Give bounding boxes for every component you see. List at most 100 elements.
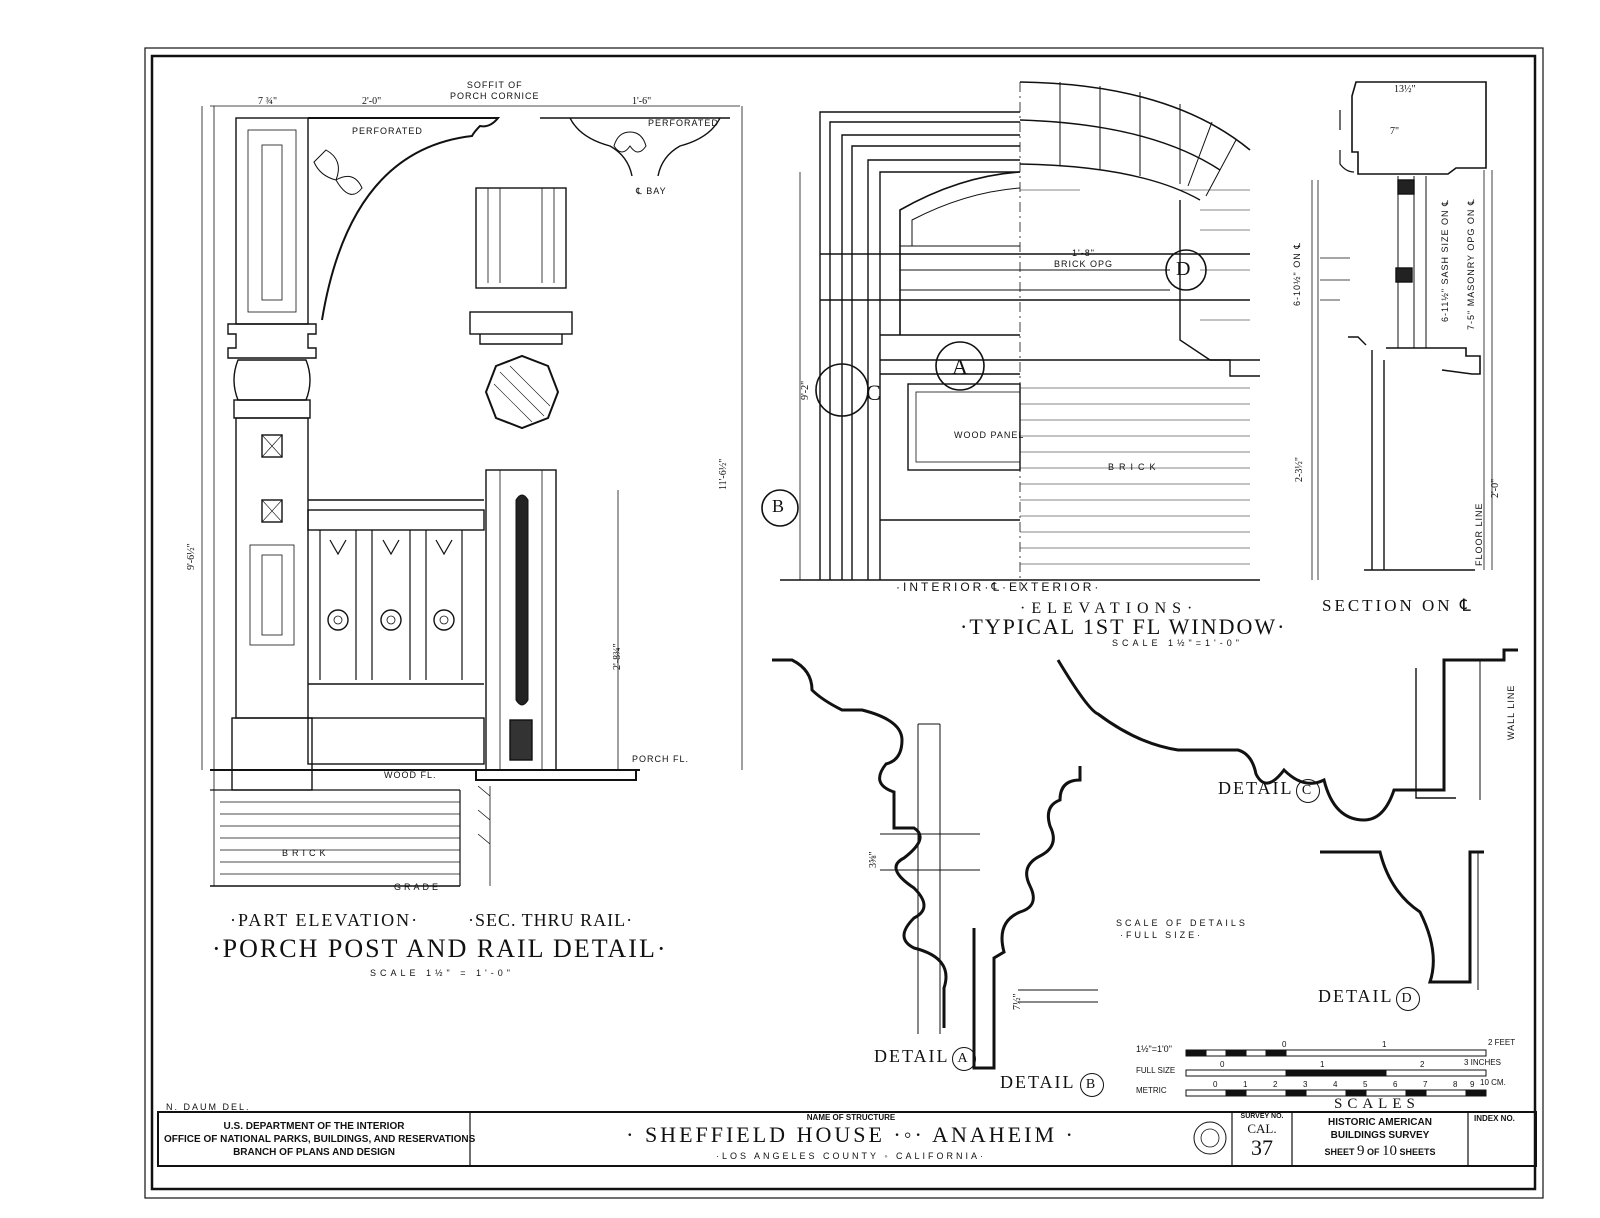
scale-of-details-label: SCALE OF DETAILS — [1116, 918, 1248, 928]
floor-line-label: FLOOR LINE — [1474, 502, 1484, 566]
callout-b: B — [772, 496, 785, 516]
dimension-label: 1'-6" — [632, 96, 652, 107]
window-scale: SCALE 1½"=1'-0" — [1112, 638, 1243, 648]
elevations-caption: ·ELEVATIONS· — [1020, 600, 1199, 617]
window-section — [1311, 81, 1493, 580]
scale-row-unit: 10 CM. — [1480, 1078, 1506, 1087]
rail-section — [469, 187, 637, 886]
detail-letter-circle: C — [1295, 779, 1320, 803]
sheet-count: SHEET 9 OF 10 SHEETS — [1292, 1143, 1468, 1160]
porch-post-elevation — [201, 105, 743, 887]
sash-size-label: 6-11½" SASH SIZE ON ℄ — [1440, 199, 1450, 322]
porch-scale: SCALE 1½" = 1'-0" — [370, 968, 514, 978]
interior-exterior-caption: ·INTERIOR·℄·EXTERIOR· — [896, 580, 1102, 594]
callout-c: C — [866, 380, 881, 405]
scale-tick: 1 — [1382, 1040, 1387, 1049]
detail-c-profile — [1056, 648, 1518, 822]
habs-line: BUILDINGS SURVEY — [1330, 1130, 1430, 1141]
scale-row-label: METRIC — [1136, 1086, 1167, 1095]
scale-row-label: 1½"=1'0" — [1136, 1044, 1172, 1054]
detail-letter-circle: B — [1079, 1073, 1104, 1097]
structure-location: ·LOS ANGELES COUNTY ◦ CALIFORNIA· — [715, 1151, 987, 1161]
outer-border — [144, 47, 1544, 1199]
opening-dimension-label: 6-10½" ON ℄ — [1292, 242, 1302, 306]
dimension-label: 11'-6½" — [718, 458, 729, 490]
grade-label: GRADE — [394, 882, 442, 892]
wood-panel-label: WOOD PANEL — [954, 430, 1025, 440]
survey-number: 37 — [1251, 1135, 1273, 1160]
bay-label: ℄ BAY — [636, 186, 667, 196]
scale-tick: 0 — [1282, 1040, 1287, 1049]
section-title: SECTION ON ℄ — [1322, 596, 1474, 615]
dimension-label: 2'-0" — [1490, 478, 1501, 498]
sheet-of: OF — [1367, 1147, 1380, 1157]
scale-tick: 9 — [1470, 1080, 1475, 1089]
scale-tick: 3 — [1303, 1080, 1308, 1089]
dimension-label: 2'-8¾" — [612, 643, 623, 670]
scale-tick: 8 — [1453, 1080, 1458, 1089]
porch-floor-label: PORCH FL. — [632, 754, 690, 764]
section-thru-rail-caption: ·SEC. THRU RAIL· — [468, 910, 634, 930]
detail-b-profile — [972, 766, 1098, 1070]
detail-letter-circle: A — [951, 1047, 976, 1071]
survey-number-label: SURVEY NO. — [1240, 1113, 1284, 1120]
dimension-label: 2-3½" — [1294, 457, 1305, 482]
callout-d: D — [1176, 258, 1191, 280]
dimension-label: 9'-6½" — [186, 543, 197, 570]
detail-word: DETAIL — [874, 1046, 950, 1066]
agency-line: BRANCH OF PLANS AND DESIGN — [233, 1147, 395, 1158]
callout-a: A — [952, 354, 968, 379]
sheet-prefix: SHEET — [1324, 1147, 1355, 1157]
sheet-suffix: SHEETS — [1399, 1147, 1436, 1157]
delineator-credit: N. DAUM DEL. — [166, 1102, 251, 1112]
scale-tick: 0 — [1213, 1080, 1218, 1089]
structure-name-label: NAME OF STRUCTURE — [806, 1113, 896, 1122]
sheet-number: 9 — [1356, 1143, 1365, 1159]
inner-border — [150, 54, 1537, 1191]
dimension-label: 9'-2" — [800, 380, 811, 400]
scale-row-unit: 3 INCHES — [1464, 1058, 1501, 1067]
full-size-label: ·FULL SIZE· — [1120, 930, 1204, 940]
detail-word: DETAIL — [1000, 1072, 1076, 1092]
detail-letter-circle: D — [1395, 987, 1420, 1011]
porch-detail-title: ·PORCH POST AND RAIL DETAIL· — [212, 934, 668, 963]
scale-row-label: FULL SIZE — [1136, 1066, 1176, 1075]
index-number-label: INDEX NO. — [1474, 1114, 1515, 1123]
survey-state: CAL. — [1247, 1121, 1277, 1136]
scale-tick: 1 — [1320, 1060, 1325, 1069]
detail-word: DETAIL — [1318, 986, 1394, 1006]
perforated-label: PERFORATED — [648, 118, 719, 128]
wood-floor-label: WOOD FL. — [384, 770, 437, 780]
dimension-label: 7½" — [1012, 993, 1023, 1010]
scale-row-unit: 2 FEET — [1488, 1038, 1516, 1047]
perforated-label: PERFORATED — [352, 126, 423, 136]
detail-word: DETAIL — [1218, 778, 1294, 798]
brick-label: BRICK — [1108, 462, 1161, 472]
scale-tick: 4 — [1333, 1080, 1338, 1089]
agency-line: OFFICE OF NATIONAL PARKS, BUILDINGS, AND… — [164, 1134, 476, 1145]
scale-tick: 7 — [1423, 1080, 1428, 1089]
scale-tick: 5 — [1363, 1080, 1368, 1089]
dimension-label: 3⅝" — [868, 851, 879, 868]
graphic-scales — [1185, 1049, 1487, 1097]
scale-tick: 2 — [1273, 1080, 1278, 1089]
scale-tick: 1 — [1243, 1080, 1248, 1089]
scales-title: SCALES — [1334, 1096, 1420, 1112]
part-elevation-caption: ·PART ELEVATION· — [230, 910, 420, 930]
detail-a-profile — [772, 658, 980, 1034]
dimension-label: 2'-0" — [362, 96, 382, 107]
scale-tick: 6 — [1393, 1080, 1398, 1089]
brick-label: BRICK — [282, 848, 330, 858]
title-block-frame — [157, 1111, 1537, 1167]
structure-name: · SHEFFIELD HOUSE ·◦· ANAHEIM · — [626, 1122, 1076, 1147]
brick-opening-label: 1'-8" BRICK OPG — [1054, 248, 1114, 269]
scale-tick: 0 — [1220, 1060, 1225, 1069]
window-elevation — [761, 81, 1260, 590]
dimension-label: 13½" — [1394, 84, 1416, 95]
sheet-total: 10 — [1382, 1143, 1398, 1159]
